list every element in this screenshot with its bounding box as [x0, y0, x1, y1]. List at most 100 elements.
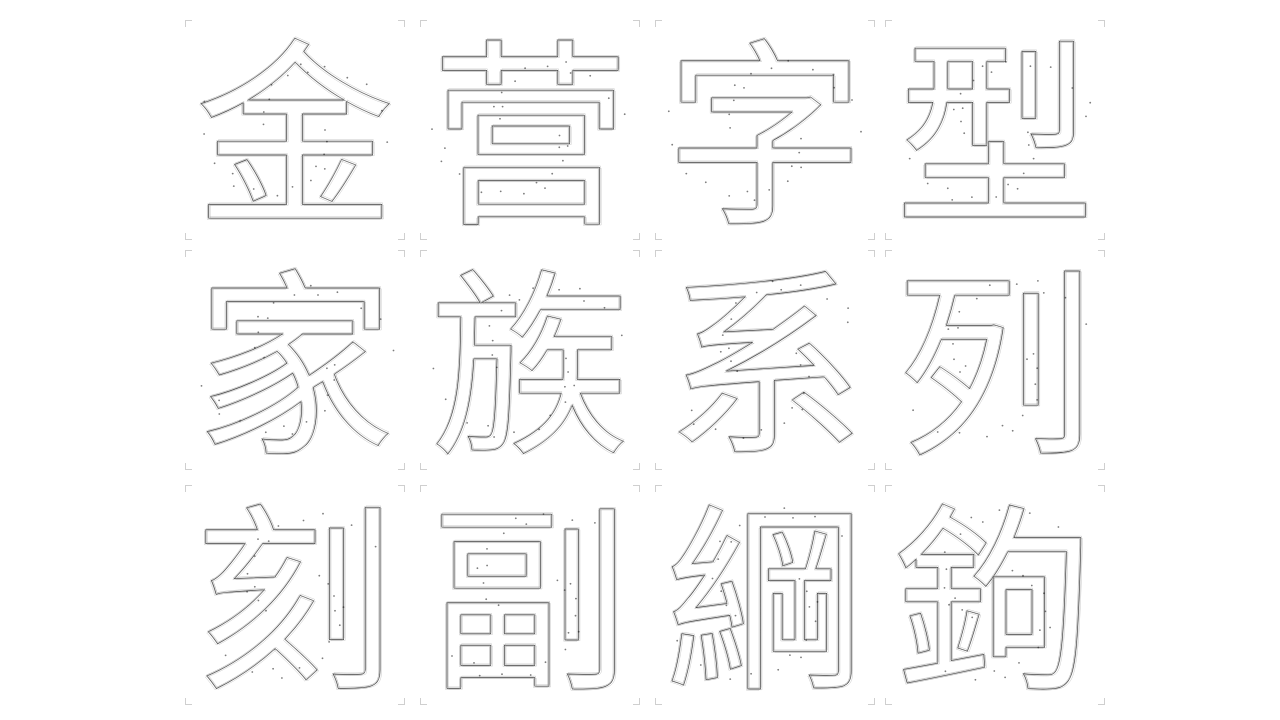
- bezier-node: [832, 73, 835, 76]
- bezier-node: [493, 105, 495, 108]
- crop-mark: [1098, 463, 1105, 470]
- bezier-node: [742, 437, 745, 439]
- bezier-node: [1049, 66, 1052, 68]
- bezier-node: [293, 294, 296, 296]
- bezier-node: [525, 523, 528, 525]
- glyph-construction-line: 副: [429, 489, 629, 720]
- glyph-construction-line: 列: [897, 254, 1097, 487]
- crop-mark: [868, 250, 875, 257]
- bezier-node: [728, 113, 731, 116]
- bezier-node: [326, 394, 329, 396]
- bezier-node: [486, 548, 488, 550]
- glyph-outline: 营: [430, 23, 630, 256]
- bezier-node: [386, 141, 389, 143]
- bezier-node: [1042, 292, 1045, 294]
- glyph-construction-line: 列: [894, 252, 1094, 485]
- bezier-node: [777, 668, 780, 671]
- bezier-node: [262, 123, 265, 126]
- bezier-node: [960, 120, 962, 123]
- crop-mark: [1098, 233, 1105, 240]
- crop-mark: [1098, 698, 1105, 705]
- bezier-node: [458, 173, 461, 175]
- bezier-node: [518, 299, 521, 301]
- bezier-node: [565, 357, 567, 360]
- bezier-node: [1037, 646, 1040, 649]
- glyph-construction-line: 副: [431, 487, 631, 720]
- bezier-node: [333, 379, 336, 381]
- bezier-node: [277, 525, 280, 527]
- bezier-node: [998, 509, 1001, 511]
- crop-mark: [185, 250, 192, 257]
- bezier-node: [833, 86, 835, 89]
- bezier-node: [440, 160, 443, 163]
- glyph-outline: 家: [195, 253, 395, 486]
- bezier-node: [231, 172, 234, 175]
- bezier-node: [912, 409, 914, 412]
- bezier-node: [495, 366, 498, 369]
- glyph-outline: 列: [895, 253, 1095, 486]
- crop-mark: [868, 20, 875, 27]
- bezier-node: [1016, 187, 1019, 190]
- bezier-node: [270, 83, 273, 86]
- bezier-node: [1085, 323, 1088, 325]
- bezier-node: [1089, 101, 1092, 104]
- bezier-node: [786, 180, 789, 183]
- glyph-construction-line: 营: [431, 22, 631, 255]
- bezier-node: [203, 100, 206, 103]
- bezier-node: [1071, 87, 1074, 89]
- bezier-node: [267, 540, 270, 542]
- bezier-node: [971, 196, 973, 199]
- bezier-node: [735, 302, 737, 304]
- bezier-node: [729, 127, 731, 129]
- bezier-node: [327, 583, 330, 585]
- bezier-node: [336, 291, 339, 294]
- crop-mark: [185, 20, 192, 27]
- glyph-construction-line: 型: [894, 22, 1094, 255]
- glyph-construction-line: 副: [429, 487, 629, 720]
- bezier-node: [936, 431, 939, 433]
- bezier-node: [487, 424, 489, 427]
- glyph-outline: 系: [665, 253, 865, 486]
- crop-mark: [420, 698, 427, 705]
- glyph-construction-line: 家: [194, 254, 394, 487]
- bezier-node: [569, 582, 572, 585]
- bezier-node: [283, 425, 285, 427]
- bezier-node: [1039, 629, 1041, 631]
- bezier-node: [272, 302, 275, 304]
- bezier-node: [959, 533, 962, 535]
- bezier-node: [482, 582, 485, 584]
- crop-mark: [885, 233, 892, 240]
- bezier-node: [488, 325, 491, 327]
- bezier-node: [730, 541, 733, 543]
- bezier-node: [535, 181, 538, 184]
- bezier-node: [1021, 414, 1024, 417]
- bezier-node: [431, 128, 433, 130]
- glyph-construction-line: 綱: [664, 489, 864, 720]
- bezier-node: [563, 589, 566, 591]
- bezier-node: [750, 72, 752, 75]
- bezier-node: [908, 157, 911, 160]
- glyph-construction-line: 副: [432, 489, 632, 720]
- bezier-node: [790, 165, 793, 168]
- bezier-node: [392, 349, 395, 352]
- bezier-node: [623, 113, 626, 116]
- bezier-node: [957, 327, 959, 329]
- bezier-node: [1022, 172, 1025, 175]
- bezier-node: [309, 284, 312, 287]
- bezier-node: [952, 343, 954, 345]
- bezier-node: [264, 431, 267, 434]
- bezier-node: [847, 307, 849, 309]
- crop-mark: [885, 463, 892, 470]
- bezier-node: [499, 117, 501, 120]
- glyph-outline: 副: [430, 488, 630, 720]
- glyph-construction-line: 鉤: [896, 487, 1096, 720]
- bezier-node: [1032, 157, 1035, 160]
- bezier-node: [594, 522, 596, 524]
- bezier-node: [975, 297, 978, 300]
- bezier-node: [544, 187, 546, 190]
